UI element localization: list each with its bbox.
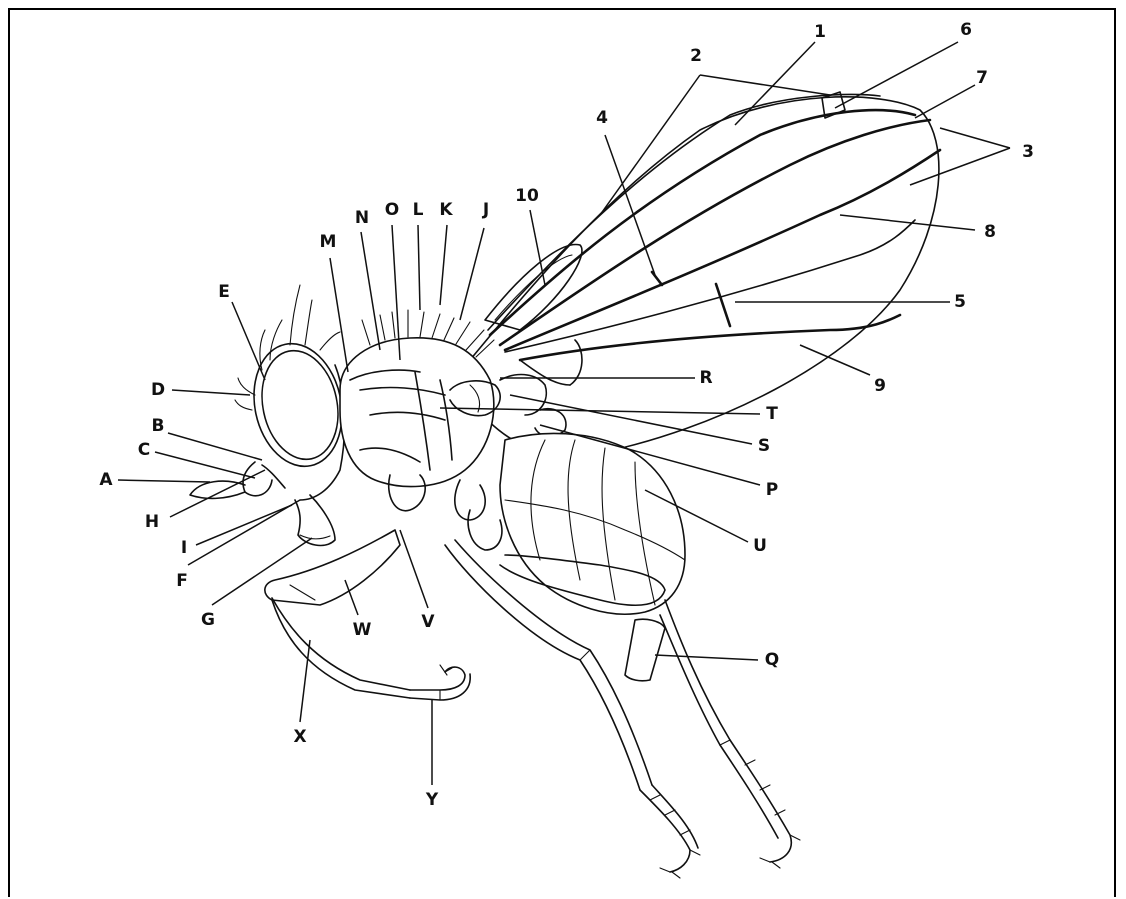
label-Y: Y xyxy=(425,790,439,810)
label-P: P xyxy=(766,480,778,500)
label-V: V xyxy=(421,612,435,632)
label-5: 5 xyxy=(954,292,966,312)
label-F: F xyxy=(176,571,188,591)
label-3: 3 xyxy=(1022,142,1034,162)
label-6: 6 xyxy=(960,20,972,40)
label-K: K xyxy=(439,200,453,220)
label-M: M xyxy=(320,232,337,252)
label-O: O xyxy=(385,200,399,220)
label-2: 2 xyxy=(690,46,702,66)
abdomen xyxy=(500,433,685,614)
label-X: X xyxy=(293,727,306,747)
label-L: L xyxy=(413,200,424,220)
label-D: D xyxy=(151,380,165,400)
label-W: W xyxy=(353,620,372,640)
label-E: E xyxy=(218,282,230,302)
label-H: H xyxy=(145,512,159,532)
label-S: S xyxy=(758,436,770,456)
label-A: A xyxy=(99,470,113,490)
label-1: 1 xyxy=(814,22,826,42)
label-C: C xyxy=(138,440,150,460)
label-10: 10 xyxy=(515,186,539,206)
label-4: 4 xyxy=(596,108,608,128)
label-N: N xyxy=(355,208,369,228)
label-J: J xyxy=(482,200,489,220)
label-T: T xyxy=(766,404,778,424)
label-B: B xyxy=(152,416,165,436)
leader-lines xyxy=(118,42,1010,785)
label-7: 7 xyxy=(976,68,988,88)
label-G: G xyxy=(201,610,215,630)
label-Q: Q xyxy=(765,650,779,670)
label-U: U xyxy=(753,536,767,556)
label-R: R xyxy=(699,368,712,388)
label-9: 9 xyxy=(874,376,886,396)
label-I: I xyxy=(181,538,187,558)
head xyxy=(190,285,353,545)
label-8: 8 xyxy=(984,222,996,242)
labels: 1 2 3 4 5 6 7 8 9 10 A B C D E F G H I J… xyxy=(99,20,1034,810)
